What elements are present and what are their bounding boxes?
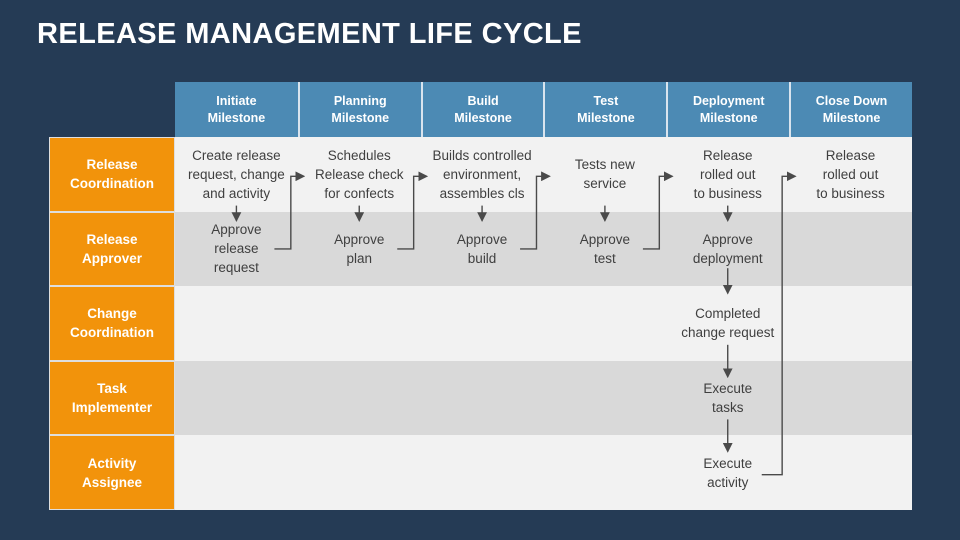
text-line: test [594, 250, 616, 266]
text-line: Test [593, 93, 619, 108]
text-line: Build [467, 93, 499, 108]
text-line: Coordination [70, 176, 154, 192]
text-line: release [214, 241, 259, 257]
text-line: Change [87, 306, 137, 322]
row-stripe [175, 360, 912, 436]
text-line: Approve [334, 231, 385, 247]
text-line: Implementer [71, 400, 153, 416]
text-line: Release [86, 157, 138, 173]
text-line: and activity [202, 185, 271, 201]
text-line: Deployment [692, 93, 765, 108]
text-line: Release [702, 147, 753, 163]
matrix-cell-r1c6: Release rolled out to business [789, 137, 912, 212]
text-line: Approve [211, 222, 262, 238]
text-line: change request [681, 325, 775, 341]
text-line: Approve [702, 231, 753, 247]
page-title: RELEASE MANAGEMENT LIFE CYCLE [37, 18, 582, 50]
text-line: Approve [456, 231, 508, 247]
matrix-cell-r2c5: Approve deployment [666, 212, 789, 287]
text-line: Coordination [70, 325, 154, 341]
text-line: service [583, 176, 627, 192]
text-line: Tests new [574, 157, 635, 173]
matrix-cell-r2c3: Approve build [421, 212, 544, 287]
text-line: Milestone [699, 110, 758, 125]
text-line: Release check [314, 166, 404, 182]
text-line: to business [693, 185, 762, 201]
matrix-cell-r1c3: Builds controlled environment, assembles c… [421, 137, 544, 212]
text-line: plan [346, 250, 372, 266]
text-line: rolled out [699, 166, 756, 182]
text-line: for confects [324, 185, 395, 201]
text-line: Schedules [327, 147, 391, 163]
text-line: Assignee [81, 474, 143, 490]
text-line: Release [825, 147, 876, 163]
text-line: Completed [695, 306, 761, 322]
text-line: request, change [188, 166, 285, 182]
text-line: Task [97, 381, 127, 397]
text-line: Milestone [577, 110, 635, 125]
text-line: Builds controlled [432, 147, 532, 163]
text-line: Milestone [207, 110, 266, 125]
text-line: tasks [711, 400, 744, 416]
text-line: environment, [443, 166, 522, 182]
text-line: assembles cls [439, 185, 525, 201]
text-line: to business [816, 185, 885, 201]
text-line: Release [86, 231, 138, 247]
text-line: deployment [692, 250, 763, 266]
row-stripe [175, 435, 912, 510]
text-line: Execute [703, 455, 753, 471]
text-line: Approver [81, 250, 142, 266]
text-line: Approve [579, 231, 631, 247]
text-line: Close Down [815, 93, 888, 108]
text-line: Milestone [331, 110, 390, 125]
text-line: build [467, 250, 497, 266]
text-line: Initiate [216, 93, 257, 108]
row-stripe [175, 286, 912, 361]
text-line: Execute [703, 381, 753, 397]
matrix-cell-r2c4: Approve test [543, 212, 666, 287]
matrix-cell-r3c5: Completed change request [666, 286, 789, 361]
matrix-cell-r5c5: Execute activity [666, 435, 789, 510]
matrix-cell-r4c5: Execute tasks [666, 361, 789, 436]
text-line: Create release [192, 147, 281, 163]
text-line: Milestone [454, 110, 512, 125]
matrix-cell-r1c1: Create release request, change and activit… [175, 137, 298, 212]
text-line: Activity [87, 455, 137, 471]
matrix-cell-r1c4: Tests new service [543, 137, 666, 212]
text-line: Milestone [822, 110, 881, 125]
text-line: rolled out [822, 166, 879, 182]
text-line: Planning [333, 93, 387, 108]
matrix-cell-r2c2: Approve plan [298, 212, 421, 287]
matrix-cell-r2c1: Approve release request [175, 212, 298, 287]
matrix-cell-r1c5: Release rolled out to business [666, 137, 789, 212]
text-line: activity [707, 474, 749, 490]
text-line: request [213, 260, 259, 276]
